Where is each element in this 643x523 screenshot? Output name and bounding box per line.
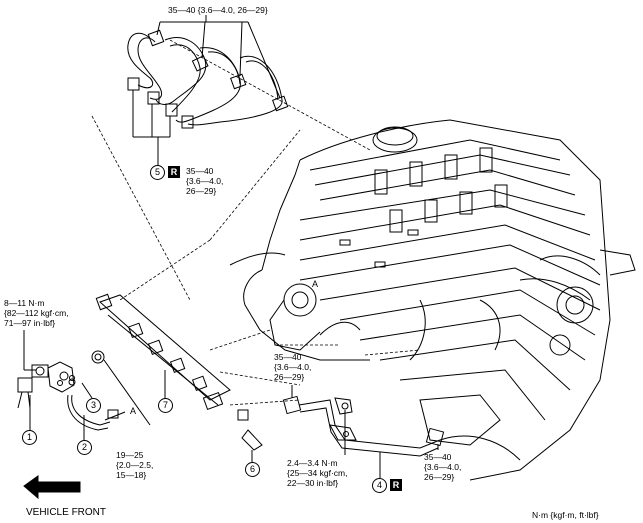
torque-left-line2: {82—112 kgf·cm, [4, 308, 69, 318]
engine-assembly [229, 119, 636, 481]
units-label: N·m {kgf·m, ft·lbf} [532, 510, 599, 520]
torque-bottom-mid-line1: 19—25 [116, 450, 144, 460]
vehicle-front-label: VEHICLE FRONT [26, 507, 107, 518]
replace-marker-4: R [390, 479, 402, 491]
torque-bottom-mid-line3: 15—18} [116, 470, 147, 480]
fuel-rail [95, 293, 231, 411]
torque-part5-line3: 26—29} [186, 186, 217, 196]
part-6-callout: 6 [245, 462, 260, 477]
torque-top-label: 35—40 {3.6—4.0, 26—29} [168, 5, 268, 15]
part-7-callout: 7 [158, 398, 173, 413]
torque-bottom-mid-line2: {2.0—2.5, [116, 460, 154, 470]
ref-marker-a-engine: A [311, 279, 318, 289]
torque-bottom-line2: {25—34 kgf·cm, [287, 468, 348, 478]
part-2-callout: 2 [77, 440, 92, 455]
torque-mid-line1: 35—40 [274, 352, 302, 362]
torque-part5-line1: 35—40 [186, 166, 214, 176]
torque-part5-line2: {3.6—4.0, [186, 176, 224, 186]
torque-right-line2: {3.6—4.0, [424, 462, 462, 472]
torque-bottom-line1: 2.4—3.4 N·m [287, 458, 338, 468]
torque-left-line1: 8—11 N·m [4, 298, 45, 308]
torque-right-line1: 35—40 [424, 452, 452, 462]
left-components [17, 330, 151, 440]
part-6-fitting [237, 409, 263, 462]
ref-marker-a-left: A [129, 406, 136, 416]
torque-right-line3: 26—29} [424, 472, 455, 482]
return-pipe [282, 385, 445, 478]
part-4-callout: 4 [372, 478, 387, 493]
replace-marker-5: R [168, 166, 180, 178]
injection-pipes-group [127, 15, 289, 166]
vehicle-front-arrow [23, 475, 81, 500]
torque-left-line3: 71—97 in·lbf} [4, 318, 56, 328]
part-1-callout: 1 [22, 430, 37, 445]
torque-mid-line3: 26—29} [274, 372, 305, 382]
part-3-callout: 3 [86, 398, 101, 413]
part-5-callout: 5 [150, 165, 165, 180]
torque-bottom-line3: 22—30 in·lbf} [287, 478, 339, 488]
torque-mid-line2: {3.6—4.0, [274, 362, 312, 372]
